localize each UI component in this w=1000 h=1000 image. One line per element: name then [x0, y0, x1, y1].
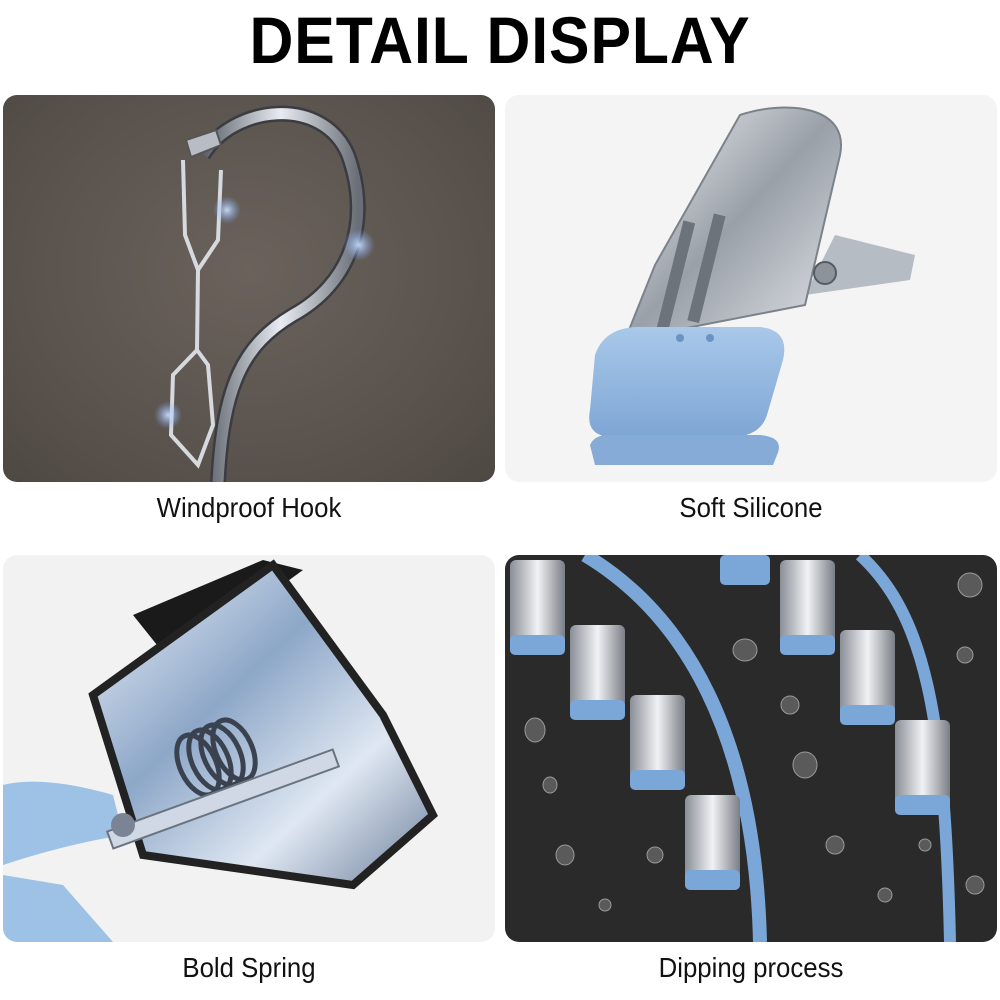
- clips-droplets-illustration: [510, 555, 985, 942]
- soft-silicone-image: [505, 95, 997, 482]
- caption-windproof-hook: Windproof Hook: [156, 492, 342, 523]
- spring-illustration: [3, 559, 438, 942]
- page-title: DETAIL DISPLAY: [249, 3, 751, 77]
- dipping-process-image: [505, 555, 997, 942]
- caption-dipping-process: Dipping process: [658, 952, 844, 983]
- caption-bold-spring: Bold Spring: [182, 952, 316, 983]
- bold-spring-image: [3, 555, 495, 942]
- windproof-hook-image: [3, 95, 495, 482]
- caption-soft-silicone: Soft Silicone: [679, 492, 823, 523]
- hook-illustration: [154, 105, 375, 482]
- clip-illustration: [589, 106, 915, 465]
